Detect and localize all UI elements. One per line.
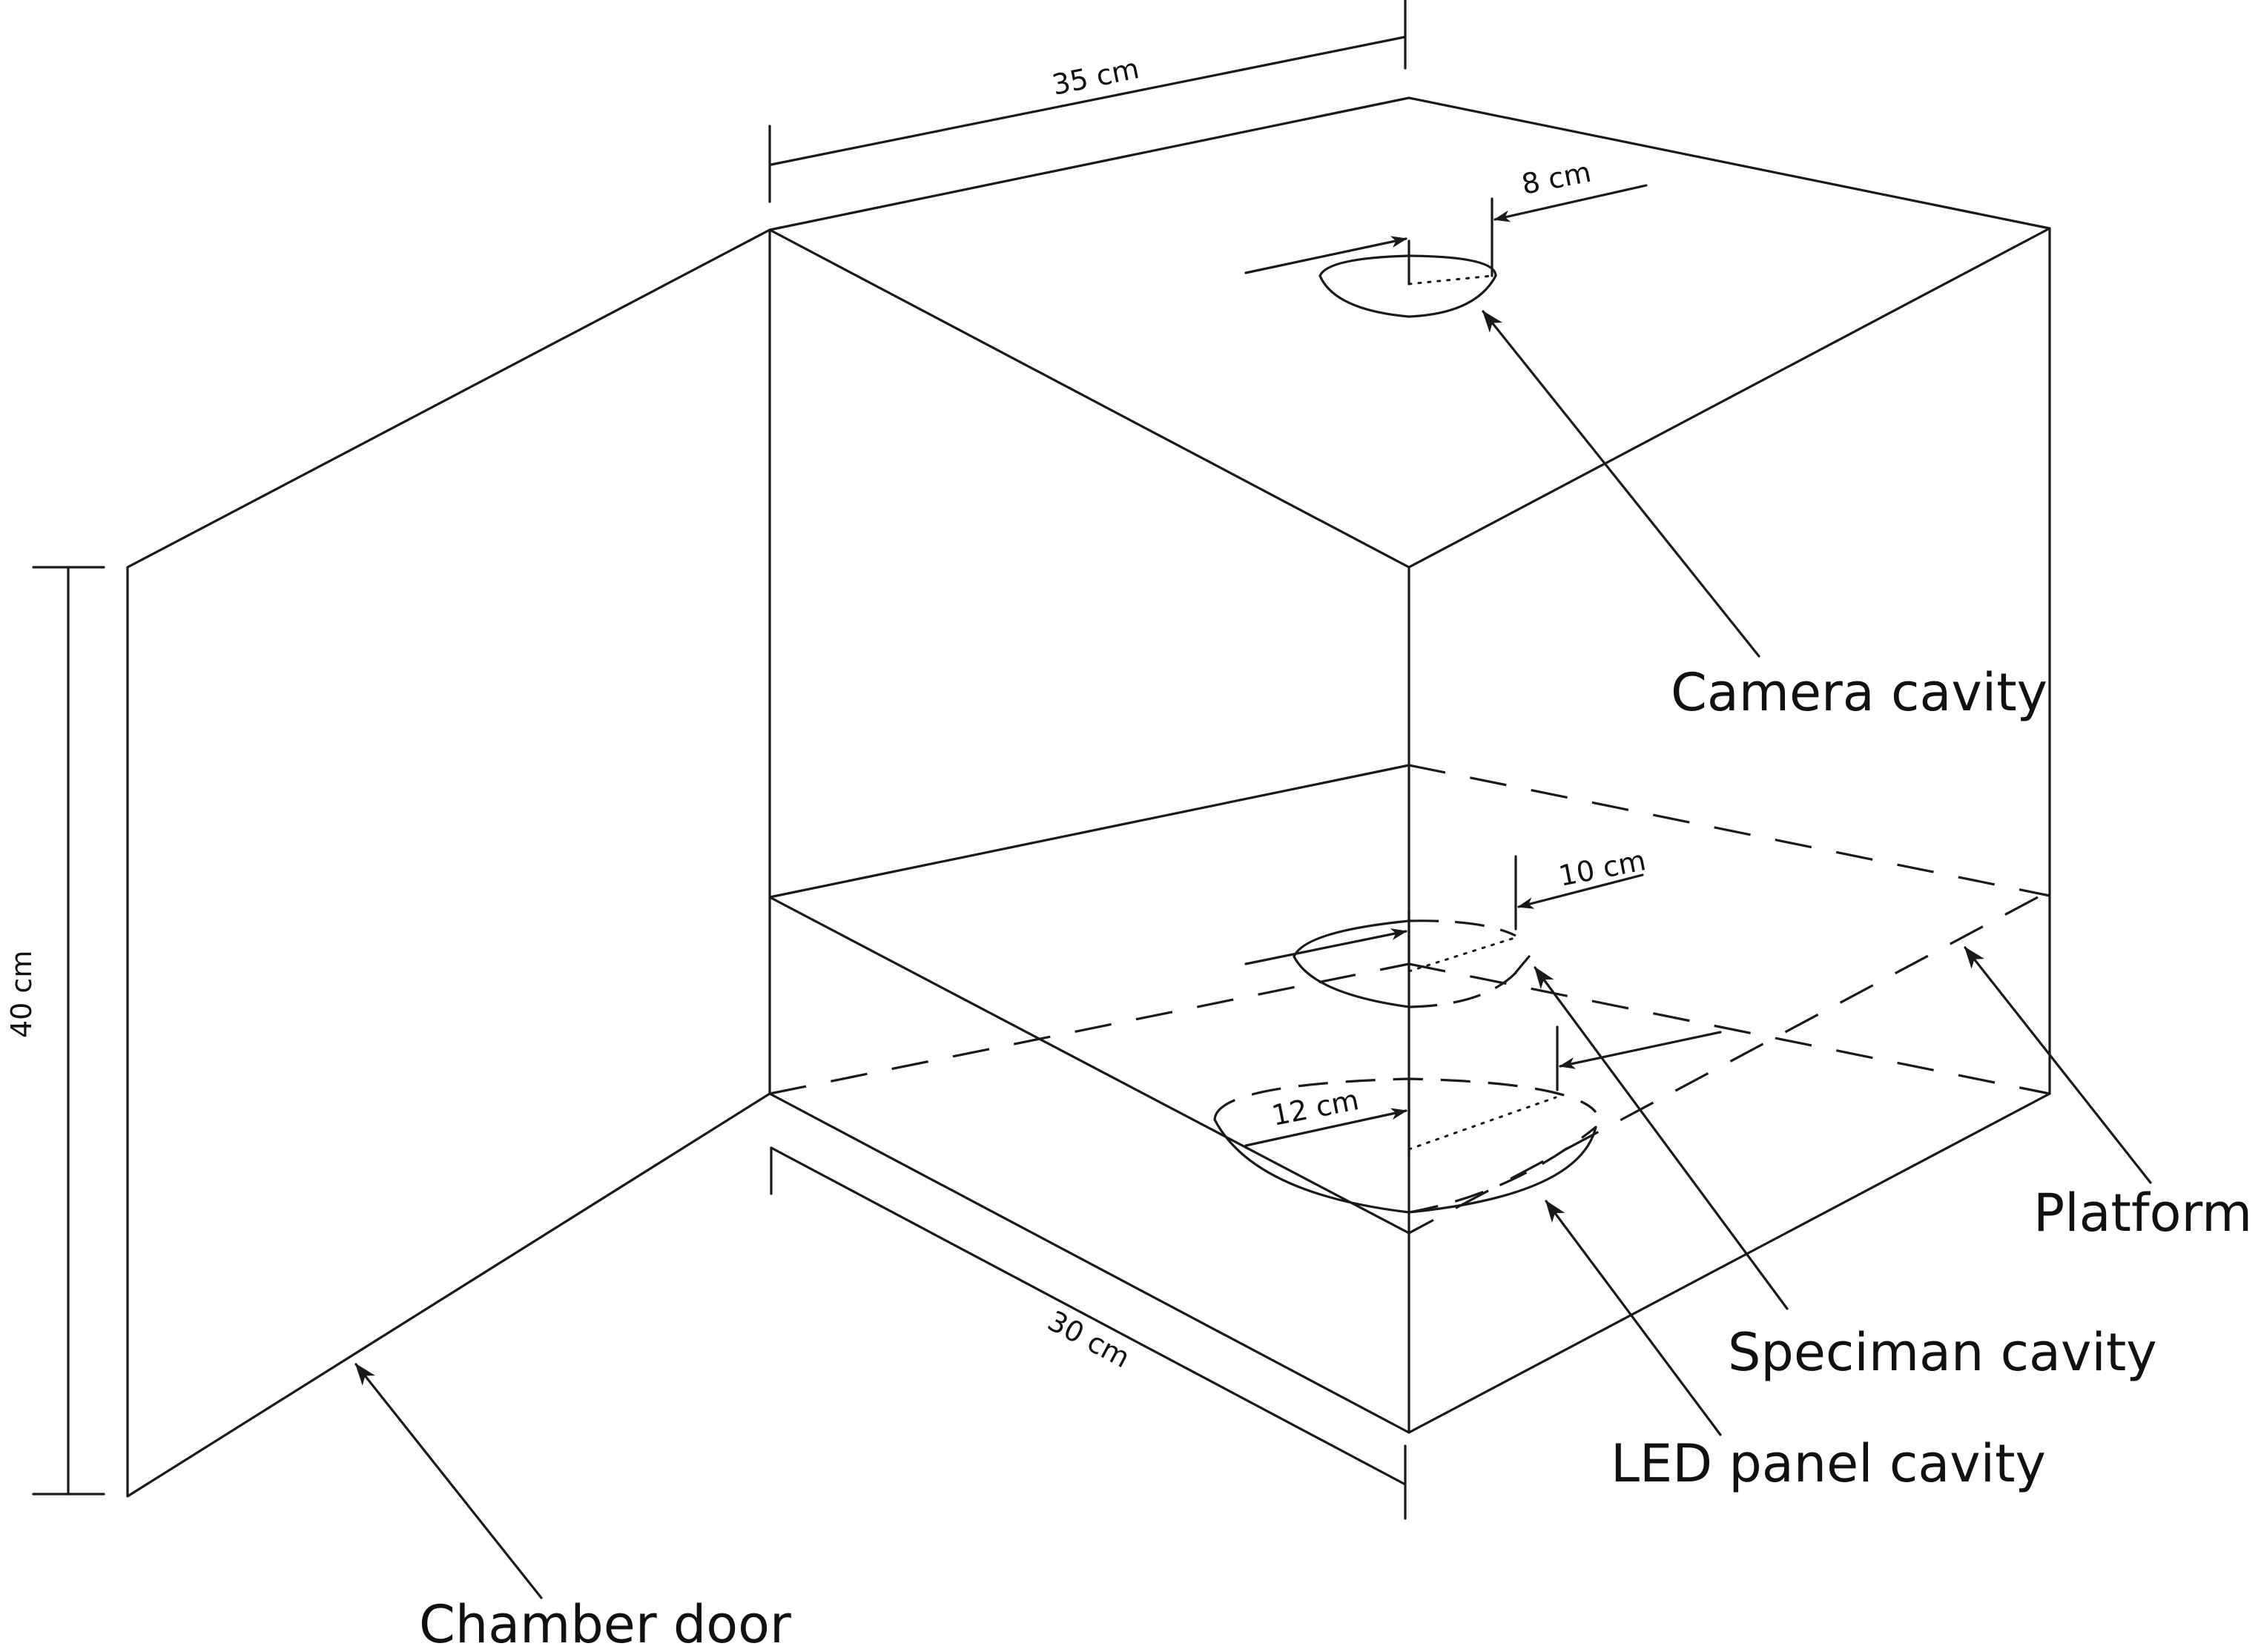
height-dimension-line — [32, 566, 105, 1496]
specimen-radius-arrows — [1244, 873, 1644, 965]
label-specimen-cavity: Speciman cavity — [1728, 1322, 2157, 1383]
camera-radius-arrows — [1244, 184, 1648, 274]
dim-led-radius: 12 cm — [1269, 1083, 1361, 1132]
platform-front-edges — [768, 764, 1410, 1235]
specimen-cavity-shape — [1293, 855, 1531, 1008]
dim-depth: 30 cm — [1043, 1304, 1135, 1374]
camera-cavity-shape — [1318, 197, 1497, 318]
label-platform: Platform — [2033, 1183, 2252, 1243]
dim-width: 35 cm — [1049, 52, 1142, 102]
label-camera-cavity: Camera cavity — [1671, 662, 2047, 723]
dim-camera-radius: 8 cm — [1519, 156, 1594, 201]
label-chamber-door: Chamber door — [419, 1594, 791, 1652]
chamber-door — [126, 228, 771, 1498]
label-led-panel-cavity: LED panel cavity — [1611, 1433, 2046, 1494]
leader-arrows — [354, 310, 2152, 1599]
dim-height: 40 cm — [5, 951, 38, 1038]
platform-hidden-edges — [769, 764, 2050, 1235]
led-cavity-shape — [1213, 1025, 1597, 1214]
depth-dimension-line — [770, 1146, 1407, 1520]
box-bottom-edges — [768, 1092, 2051, 1434]
led-radius-arrows — [1244, 1031, 1722, 1147]
box-top-face — [768, 96, 2051, 569]
width-dimension-line — [768, 0, 1407, 203]
box-vertical-edges — [768, 227, 2051, 1434]
